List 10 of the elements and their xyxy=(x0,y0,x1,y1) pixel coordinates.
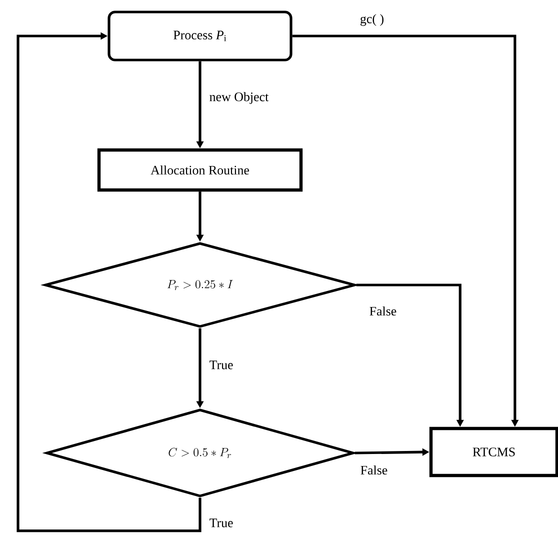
process-box: Process P$_{i}$ xyxy=(108,10,292,62)
edge-label: False xyxy=(360,465,388,475)
edge-label: True xyxy=(210,360,233,370)
edge-label: new Object xyxy=(210,92,269,104)
edge-label: gc( ) xyxy=(360,14,384,26)
terminal-box: RTCMS xyxy=(429,426,558,478)
edge-label: True xyxy=(210,518,233,528)
process-box: Allocation Routine xyxy=(97,148,303,192)
arrow xyxy=(16,32,202,532)
edge-label: False xyxy=(370,306,396,316)
